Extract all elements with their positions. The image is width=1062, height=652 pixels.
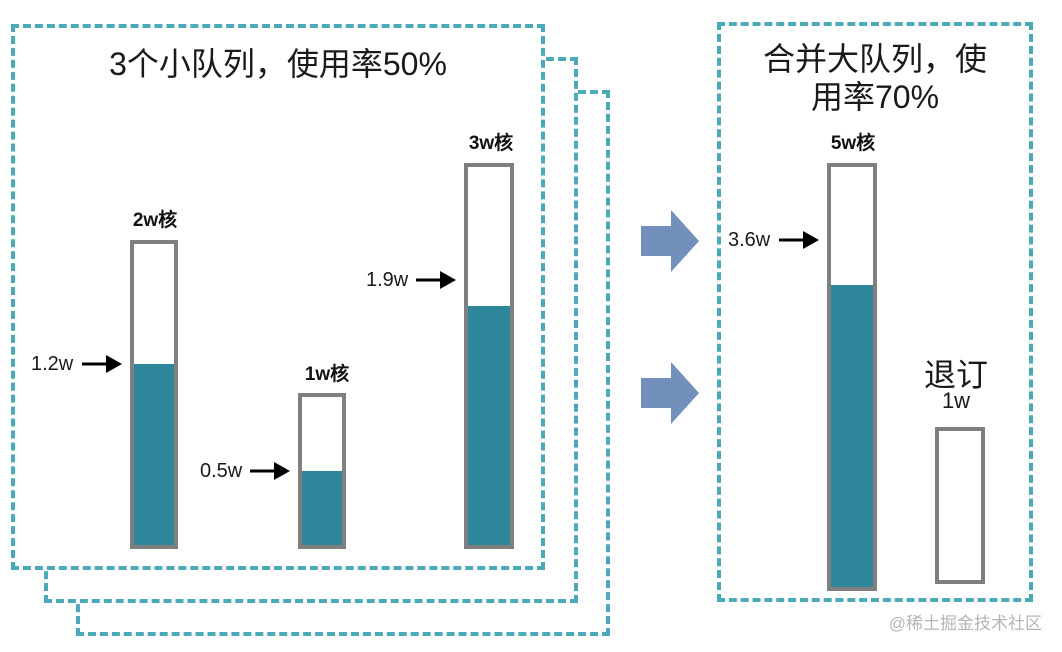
queue-bar — [298, 393, 346, 549]
queue-usage-label: 0.5w — [200, 460, 243, 482]
merged-queue-title-line: 合并大队列，使 — [762, 41, 987, 77]
small-queues-frame — [11, 24, 545, 570]
watermark: @稀土掘金技术社区 — [888, 614, 1042, 633]
merged-queue-title-line: 用率70% — [810, 79, 940, 115]
merged-capacity-label: 5w核 — [830, 133, 876, 154]
queue-bar — [464, 163, 514, 549]
queue-bar — [130, 240, 178, 549]
merged-queue-title: 合并大队列，使 用率70% — [717, 40, 1033, 116]
queue-usage-fill — [134, 364, 174, 545]
return-amount-label: 1w — [941, 388, 971, 413]
queue-capacity-label: 2w核 — [132, 210, 178, 231]
returned-capacity-bar — [935, 427, 985, 584]
queue-usage-label: 1.2w — [31, 353, 74, 375]
queue-capacity-label: 3w核 — [468, 133, 514, 154]
queue-usage-label: 1.9w — [366, 269, 409, 291]
queue-usage-fill — [468, 305, 510, 545]
merged-usage-label: 3.6w — [728, 229, 771, 251]
small-queues-title: 3个小队列，使用率50% — [109, 46, 447, 82]
merged-usage-fill — [831, 284, 873, 587]
pointer-arrow-icon — [416, 271, 456, 289]
pointer-arrow-icon — [779, 231, 819, 249]
pointer-arrow-icon — [250, 462, 290, 480]
queue-capacity-label: 1w核 — [304, 364, 350, 385]
queue-usage-fill — [302, 471, 342, 545]
merge-arrow-icon — [641, 210, 699, 272]
merge-arrow-icon — [641, 362, 699, 424]
merged-queue-bar — [827, 163, 877, 591]
pointer-arrow-icon — [82, 355, 122, 373]
return-label: 退订 — [923, 357, 988, 393]
